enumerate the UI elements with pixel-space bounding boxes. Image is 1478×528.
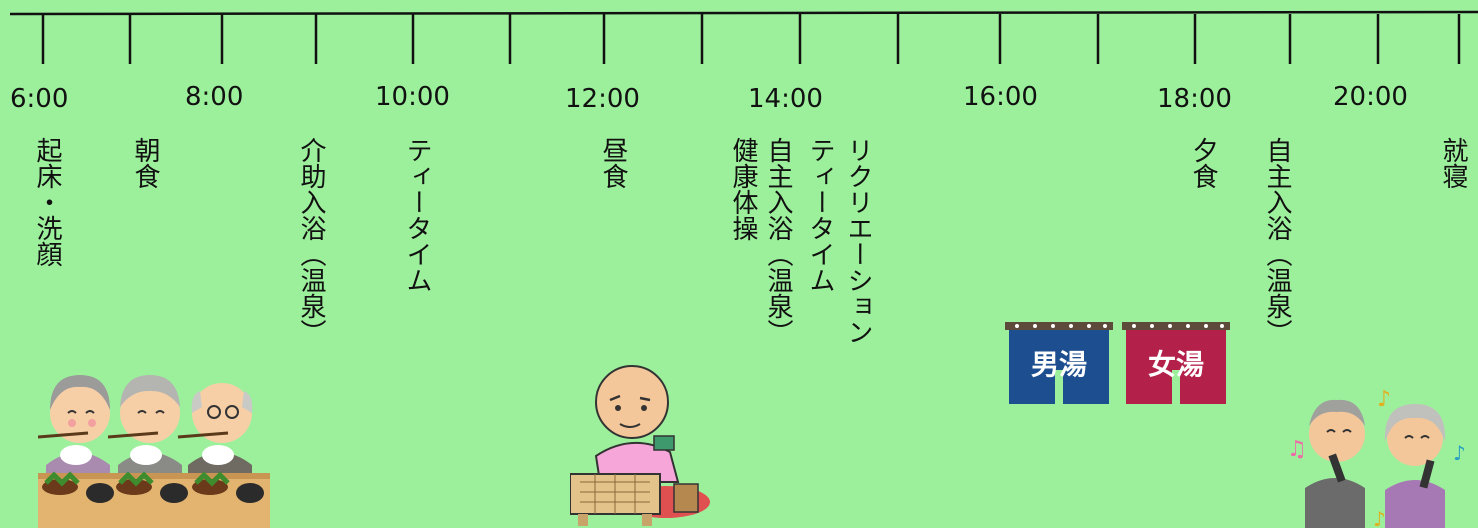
activity-lunch: 昼食	[598, 137, 628, 189]
timeline-ticks	[41, 14, 1461, 64]
activity-self-bath-evening: 自主入浴（温泉）	[1262, 137, 1292, 345]
activity-assisted-bath: 介助入浴（温泉）	[296, 137, 326, 345]
timeline-axis	[9, 10, 1478, 64]
activity-breakfast: 朝食	[130, 137, 160, 189]
hour-label-20: 20:00	[1333, 82, 1408, 112]
activity-bedtime: 就寝	[1438, 137, 1468, 189]
karaoke-couple-illustration: ♫ ♪ ♪ ♪	[1287, 387, 1466, 528]
hour-label-16: 16:00	[963, 82, 1038, 112]
activity-tea-time-am: ティータイム	[402, 137, 432, 293]
womens-bath-noren: 女湯	[1122, 322, 1230, 404]
womens-bath-label: 女湯	[1148, 348, 1204, 381]
mens-bath-label: 男湯	[1031, 348, 1087, 381]
hour-label-8: 8:00	[185, 82, 244, 112]
activity-wake-up: 起床・洗顔	[32, 137, 62, 267]
mens-bath-noren: 男湯	[1005, 322, 1113, 404]
activity-recreation: リクリエーション	[843, 137, 873, 345]
hour-label-14: 14:00	[748, 84, 823, 114]
hour-label-12: 12:00	[565, 84, 640, 114]
activity-self-bath-pm: 自主入浴（温泉）	[763, 137, 793, 345]
shogi-player-illustration	[570, 365, 710, 526]
svg-text:♪: ♪	[1453, 441, 1466, 465]
womens-bath-curtain	[1126, 330, 1226, 404]
timeline-baseline	[9, 10, 1478, 16]
hour-label-18: 18:00	[1157, 84, 1232, 114]
activity-health-exercise: 健康体操	[728, 137, 758, 241]
activity-dinner: 夕食	[1188, 137, 1218, 189]
activity-tea-time-pm: ティータイム	[805, 137, 835, 293]
elderly-breakfast-illustration	[38, 375, 270, 528]
svg-text:♪: ♪	[1377, 387, 1391, 412]
mens-bath-curtain	[1009, 330, 1109, 404]
svg-text:♫: ♫	[1287, 437, 1307, 462]
hour-label-10: 10:00	[375, 82, 450, 112]
svg-text:♪: ♪	[1373, 507, 1386, 528]
hour-label-6: 6:00	[10, 84, 69, 114]
